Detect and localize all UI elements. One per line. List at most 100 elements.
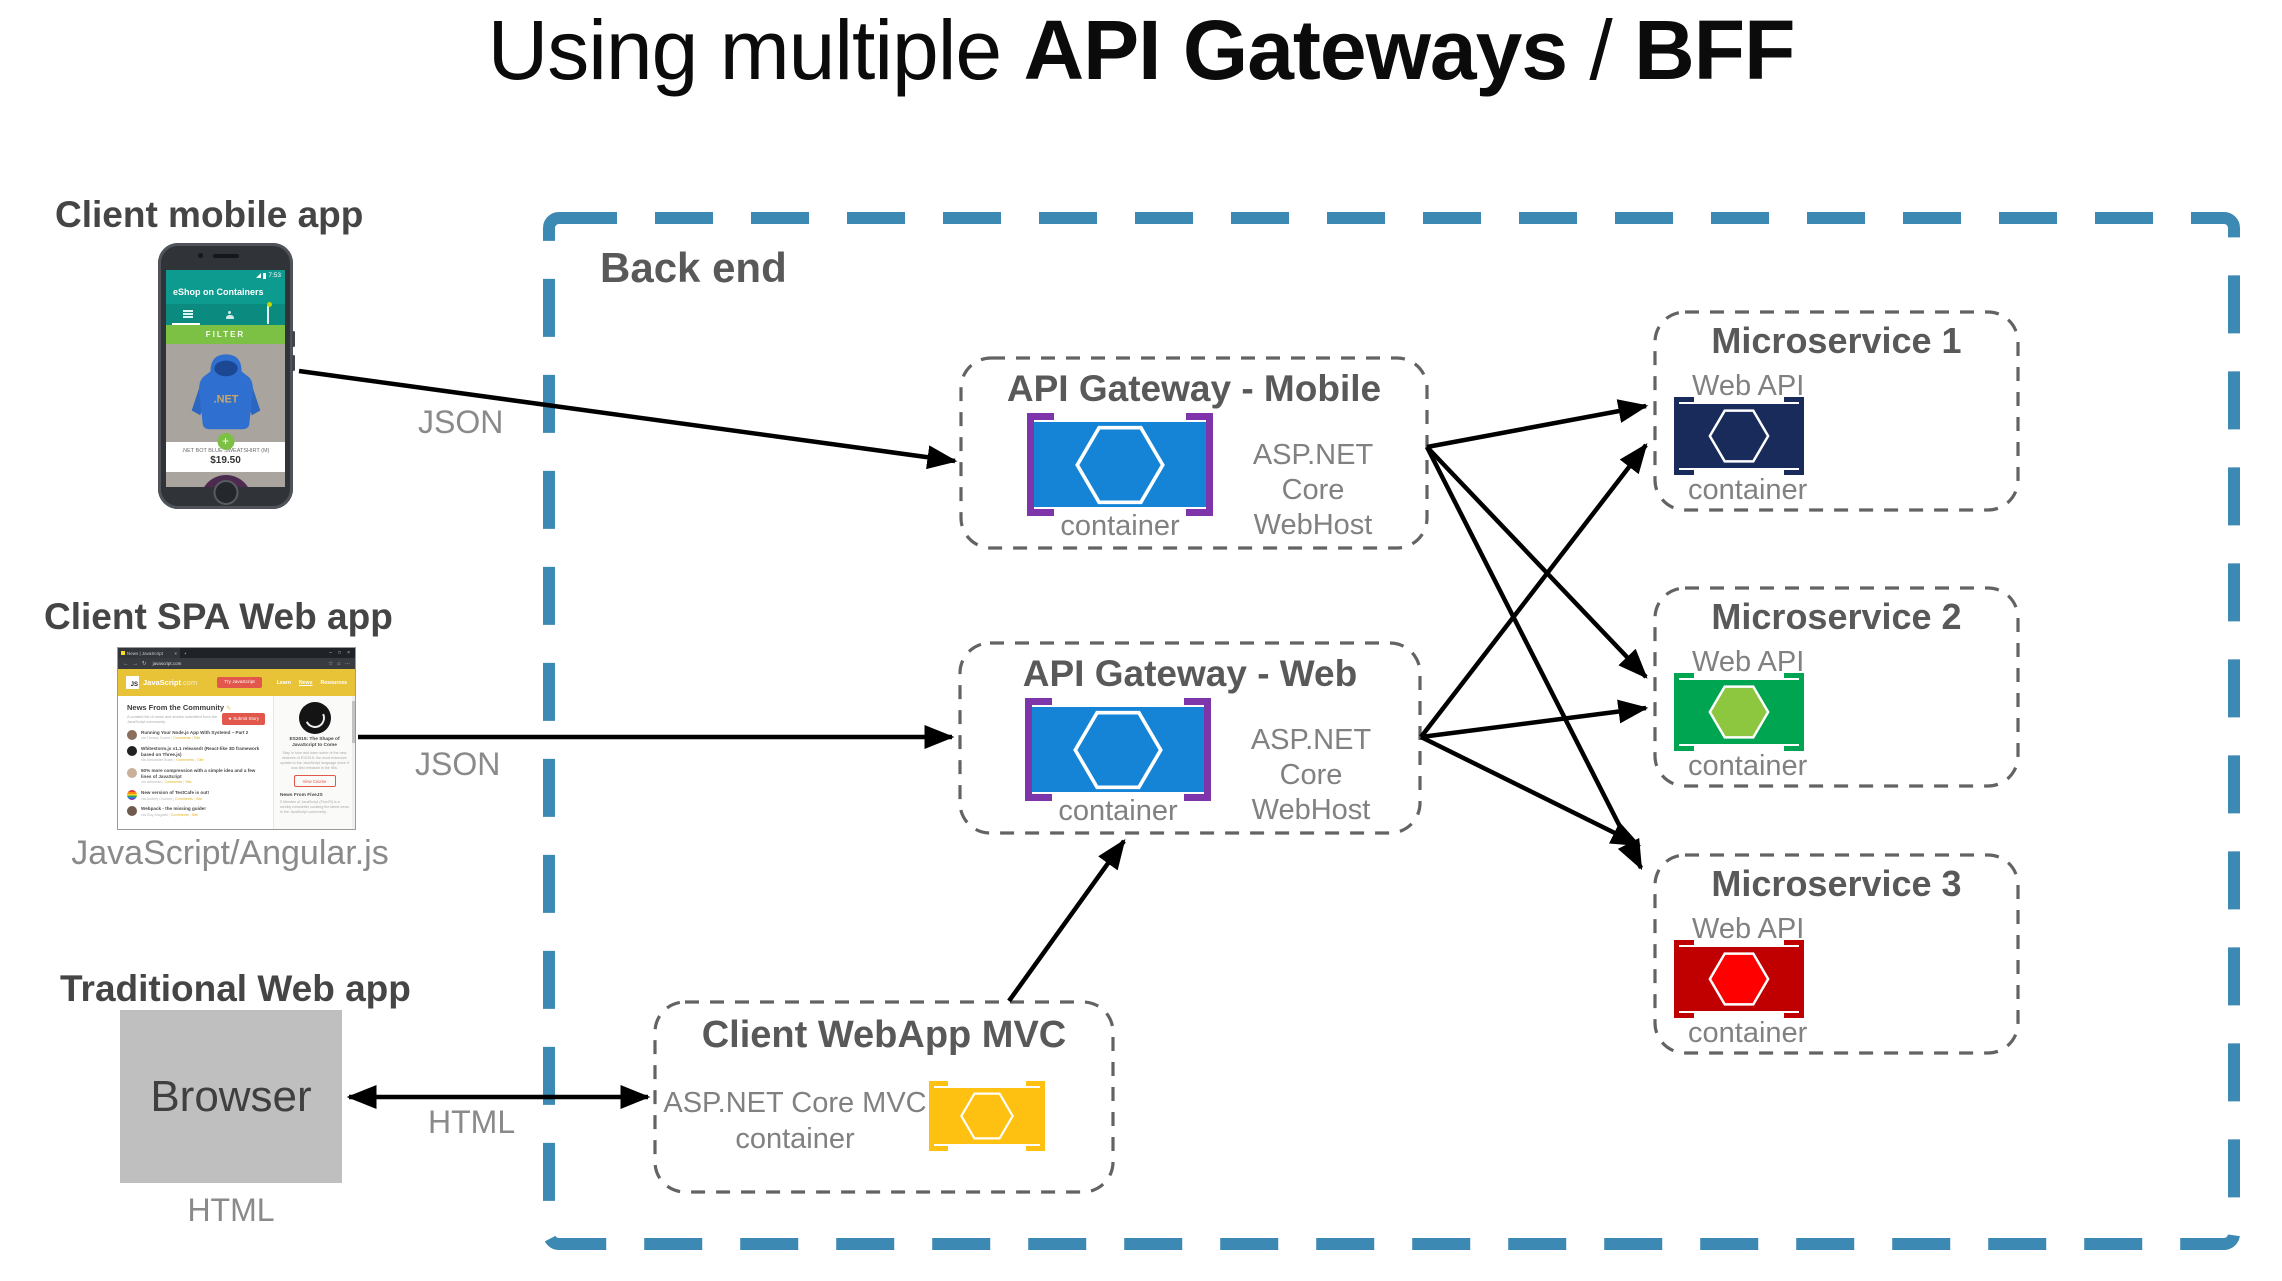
mobile-phone-mockup: 7:53 eShop on Containers FILTER .NET + (158, 243, 295, 509)
favorites-icon[interactable]: ☆ (328, 660, 334, 667)
cart-badge (266, 301, 272, 307)
microservice-3-container-label: container (1688, 1017, 1808, 1049)
avatar (127, 729, 137, 740)
site-link[interactable]: Site (195, 796, 203, 801)
comments-link[interactable]: Comments (176, 758, 195, 763)
story-byline: via Andrey Churkin | Comments | Site (141, 796, 203, 801)
container-icon-microservice-3 (1674, 940, 1804, 1018)
try-javascript-button[interactable]: Try JavaScript (217, 677, 262, 688)
browser-box: Browser (120, 1010, 342, 1183)
comments-link[interactable]: Comments (174, 796, 193, 801)
product-price: $19.50 (210, 455, 241, 466)
favicon (121, 651, 125, 655)
course-text: Stay in tune and learn some of the new f… (280, 751, 349, 771)
avatar (127, 767, 137, 778)
avatar (127, 745, 137, 756)
phone-screen: 7:53 eShop on Containers FILTER .NET + (166, 270, 285, 487)
refresh-button[interactable]: ↻ (142, 660, 147, 667)
profile-icon[interactable] (225, 310, 234, 319)
home-icon[interactable]: ⌂ (337, 660, 341, 667)
client-spa-heading: Client SPA Web app (44, 596, 393, 637)
news-story: 50% more compression with a simple idea … (127, 767, 267, 785)
minimize-button[interactable]: – (329, 650, 333, 656)
story-title-link[interactable]: Running Your Node.js App With Systemd – … (141, 729, 249, 735)
menu-icon[interactable] (182, 310, 193, 312)
container-icon-gateway-mobile (1027, 413, 1213, 516)
story-byline: via Guy Mograbi | Comments | Site (141, 812, 199, 817)
site-nav: Learn News Resources (277, 680, 347, 686)
news-tagline: A curated list of news and stories submi… (127, 714, 218, 725)
title-bold-gateways: API Gateways (1023, 3, 1568, 97)
story-title-link[interactable]: 50% more compression with a simple idea … (141, 767, 256, 779)
container-icon-microservice-1 (1674, 397, 1804, 475)
arrow-gwm-ms2 (1425, 445, 1648, 679)
title-regular: Using multiple (487, 3, 1024, 97)
site-link[interactable]: Site (191, 812, 199, 817)
back-button[interactable]: ← (123, 660, 129, 667)
app-title-bar: eShop on Containers (166, 281, 285, 304)
status-time: 7:53 (268, 272, 281, 279)
forward-button[interactable]: → (132, 660, 139, 667)
view-course-button[interactable]: View Course (293, 775, 336, 788)
page-title: Using multiple API Gateways / BFF (0, 2, 2282, 99)
nav-resources[interactable]: Resources (320, 679, 347, 686)
filter-button[interactable]: FILTER (166, 325, 285, 344)
nav-news[interactable]: News (298, 679, 313, 686)
browser-title-bar: News | JavaScript × + – □ × (118, 648, 355, 658)
comments-link[interactable]: Comments (172, 736, 191, 741)
client-mobile-heading: Client mobile app (55, 194, 364, 235)
phone-volume-button (292, 331, 295, 347)
client-traditional-heading: Traditional Web app (60, 968, 411, 1009)
news-story: Whitestorm.js v1.1 released! (React-like… (127, 745, 267, 763)
news-story: Running Your Node.js App With Systemd – … (127, 729, 267, 741)
submit-story-button[interactable]: ★ Submit Story (221, 713, 265, 725)
spa-browser-mockup: News | JavaScript × + – □ × ← → ↻ javasc… (118, 648, 355, 829)
story-title-link[interactable]: Whitestorm.js v1.1 released! (React-like… (141, 745, 260, 757)
container-icon-gateway-web (1025, 698, 1211, 801)
cart-icon[interactable] (266, 301, 272, 324)
product-image[interactable]: .NET + (166, 344, 285, 450)
news-story: New version of TestCafe is out! via Andr… (127, 789, 267, 801)
story-byline: via Tierney Coren | Comments | Site (141, 736, 201, 741)
add-to-cart-button[interactable]: + (217, 433, 234, 450)
more-icon[interactable]: ⋯ (344, 660, 351, 667)
site-link[interactable]: Site (185, 780, 192, 785)
course-sticker-logo (298, 702, 331, 734)
microservice-3-title: Microservice 3 (1711, 863, 1962, 904)
close-button[interactable]: × (347, 650, 350, 656)
browser-tab[interactable]: News | JavaScript × (118, 648, 180, 658)
phone-volume-button (292, 355, 295, 371)
comments-link[interactable]: Comments (164, 780, 183, 785)
tab-close-icon[interactable]: × (174, 650, 177, 656)
container-icon-microservice-2 (1674, 673, 1804, 751)
comments-link[interactable]: Comments (170, 812, 189, 817)
arrow-mvc-to-gateway-web (1007, 839, 1126, 1003)
site-header: JS JavaScript.com Try JavaScript Learn N… (118, 669, 355, 696)
nav-learn[interactable]: Learn (276, 679, 291, 686)
news-story: Webpack - the missing guide! via Guy Mog… (127, 806, 267, 817)
maximize-button[interactable]: □ (338, 650, 342, 656)
story-title-link[interactable]: New version of TestCafe is out! (141, 789, 210, 795)
phone-home-button (213, 480, 238, 505)
microservice-2-container-label: container (1688, 750, 1808, 782)
mvc-title: Client WebApp MVC (701, 1014, 1067, 1056)
active-tab-indicator (172, 323, 200, 325)
arrow-gwm-ms3 (1424, 445, 1644, 871)
scrollbar-thumb[interactable] (352, 701, 355, 743)
phone-status-bar: 7:53 (166, 270, 285, 281)
new-tab-button[interactable]: + (184, 650, 187, 656)
site-link[interactable]: Site (193, 736, 201, 741)
tab-title: News | JavaScript (127, 650, 163, 656)
story-title-link[interactable]: Webpack - the missing guide! (141, 806, 206, 812)
address-bar[interactable]: javascript.com (152, 661, 182, 666)
site-brand[interactable]: JavaScript.com (143, 678, 198, 687)
product-name: .NET BOT BLUE SWEATSHIRT (M) (181, 448, 270, 454)
gateway-mobile-title: API Gateway - Mobile (1006, 368, 1382, 409)
site-link[interactable]: Site (197, 758, 204, 763)
site-body: News From the Community ✎ A curated list… (118, 696, 355, 829)
svg-text:.NET: .NET (213, 394, 238, 406)
scrollbar[interactable] (352, 696, 355, 829)
